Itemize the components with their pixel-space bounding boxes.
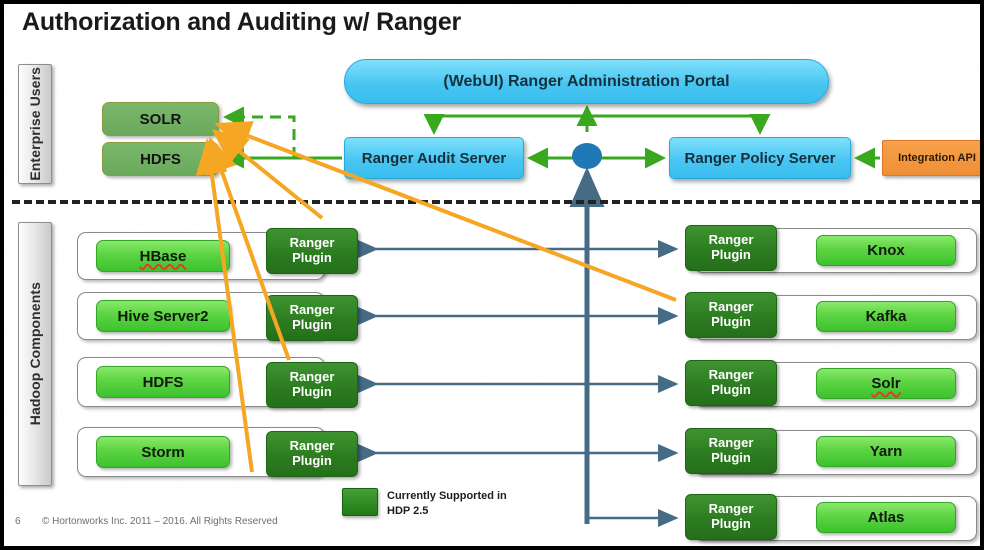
copyright-notice: © Hortonworks Inc. 2011 – 2016. All Righ…	[42, 516, 278, 527]
component-hive-server2-label: Hive Server2	[117, 307, 209, 325]
ranger-audit-server-label: Ranger Audit Server	[361, 149, 507, 167]
component-hbase[interactable]: HBase	[96, 240, 230, 272]
ranger-policy-server[interactable]: Ranger Policy Server	[669, 137, 851, 179]
integration-api-label: Integration API	[898, 152, 976, 164]
legend-line-1: Currently Supported in	[387, 490, 507, 502]
ranger-administration-portal[interactable]: (WebUI) Ranger Administration Portal	[344, 59, 829, 104]
component-knox-label: Knox	[867, 242, 905, 259]
component-solr[interactable]: Solr	[816, 368, 956, 399]
band-hadoop-components-label: Hadoop Components	[26, 282, 43, 426]
component-hdfs[interactable]: HDFS	[96, 366, 230, 398]
enterprise-box-solr[interactable]: SOLR	[102, 102, 219, 136]
enterprise-box-hdfs-label: HDFS	[140, 150, 181, 168]
component-knox[interactable]: Knox	[816, 235, 956, 266]
component-solr-label: Solr	[871, 375, 901, 392]
band-enterprise-users-label: Enterprise Users	[26, 67, 43, 181]
component-yarn-label: Yarn	[869, 443, 903, 460]
ranger-administration-portal-label: (WebUI) Ranger Administration Portal	[443, 72, 730, 90]
legend: Currently Supported in HDP 2.5	[342, 488, 507, 519]
component-storm[interactable]: Storm	[96, 436, 230, 468]
component-yarn[interactable]: Yarn	[816, 436, 956, 467]
integration-api-box[interactable]: Integration API	[882, 140, 980, 176]
component-storm-label: Storm	[141, 443, 185, 461]
page-number: 6	[15, 516, 21, 527]
component-kafka-label: Kafka	[865, 308, 907, 325]
component-kafka[interactable]: Kafka	[816, 301, 956, 332]
enterprise-box-solr-label: SOLR	[139, 110, 182, 128]
band-enterprise-users: Enterprise Users	[18, 64, 52, 184]
legend-line-2: HDP 2.5	[387, 504, 429, 517]
component-hbase-label: HBase	[139, 247, 187, 265]
legend-text: Currently Supported in HDP 2.5	[387, 488, 507, 519]
page-title: Authorization and Auditing w/ Ranger	[22, 8, 462, 36]
ranger-audit-server[interactable]: Ranger Audit Server	[344, 137, 524, 179]
ranger-policy-server-label: Ranger Policy Server	[684, 149, 836, 167]
legend-swatch-supported	[342, 488, 378, 516]
component-atlas-label: Atlas	[867, 509, 905, 526]
section-divider	[12, 200, 980, 204]
component-hdfs-label: HDFS	[142, 373, 184, 391]
enterprise-box-hdfs[interactable]: HDFS	[102, 142, 219, 176]
band-hadoop-components: Hadoop Components	[18, 222, 52, 486]
component-hive-server2[interactable]: Hive Server2	[96, 300, 230, 332]
component-atlas[interactable]: Atlas	[816, 502, 956, 533]
